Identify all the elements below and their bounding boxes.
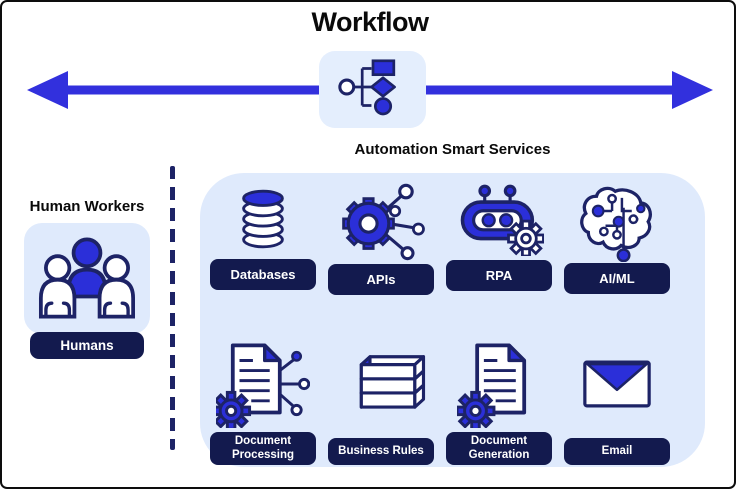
document-processing-icon [210,334,316,432]
dashed-divider [170,166,175,450]
service-badge-label: AI/ML [599,271,635,286]
service-card: AI/ML [564,183,670,294]
workflow-hub-chip [319,51,426,128]
humans-badge: Humans [30,332,144,359]
document-generation-icon [446,334,552,432]
service-card: Document Processing [210,334,316,465]
service-badge-label: RPA [485,268,513,283]
service-badge: Email [564,438,670,465]
service-badge: APIs [328,264,434,295]
service-badge: Business Rules [328,438,434,465]
page-title: Workflow [311,7,430,37]
human-workers-box [24,223,150,334]
service-badge-label: APIs [366,272,396,287]
database-icon [210,183,316,259]
service-card: RPA [446,183,552,291]
api-network-icon [328,183,434,264]
service-badge: RPA [446,260,552,291]
service-card: Email [564,334,670,465]
humans-badge-label: Humans [60,338,114,353]
service-badge: Document Generation [446,432,552,465]
service-card: Databases [210,183,316,290]
workflow-icon [336,56,410,123]
service-card: Document Generation [446,334,552,465]
service-badge: AI/ML [564,263,670,294]
human-workers-heading: Human Workers [29,198,145,215]
ai-ml-brain-icon [564,183,670,263]
rpa-robot-icon [446,183,552,260]
service-badge: Databases [210,259,316,290]
automation-services-heading: Automation Smart Services [354,141,551,158]
services-grid: Databases APIs RPA AI/ML [210,183,670,465]
service-badge-label: Business Rules [338,444,424,457]
service-badge: Document Processing [210,432,316,465]
service-badge-label: Email [601,444,633,457]
service-badge-label: Document Processing [232,435,294,461]
email-envelope-icon [564,334,670,438]
service-badge-label: Document Generation [468,435,530,461]
service-card: APIs [328,183,434,295]
service-badge-label: Databases [230,267,296,282]
humans-icon [35,229,139,328]
business-rules-books-icon [328,334,434,438]
service-card: Business Rules [328,334,434,465]
